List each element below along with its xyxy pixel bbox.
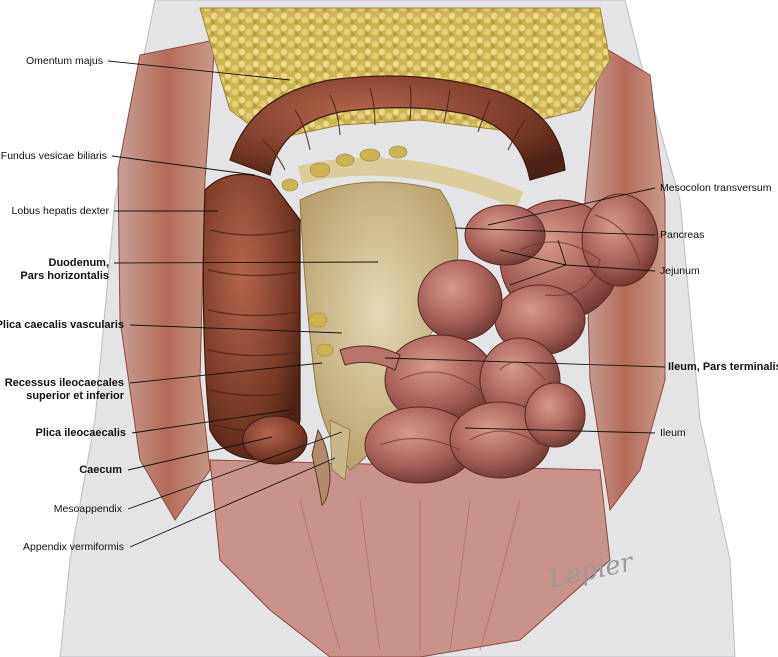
label-duodenum-line2: Pars horizontalis — [20, 270, 109, 282]
caecum-shape — [242, 415, 308, 465]
label-ileum-pars-terminalis: Ileum, Pars terminalis — [668, 361, 778, 373]
label-lobus-hepatis-dexter: Lobus hepatis dexter — [11, 205, 109, 217]
ileum-loops — [364, 259, 586, 484]
terminal-ileum — [339, 345, 401, 371]
label-recessus-line2: superior et inferior — [26, 390, 124, 402]
label-jejunum: Jejunum — [660, 265, 700, 277]
transverse-colon — [229, 75, 566, 181]
label-pancreas: Pancreas — [660, 229, 705, 241]
label-duodenum: Duodenum, Pars horizontalis — [20, 257, 109, 283]
label-fundus-vesicae-biliaris: Fundus vesicae biliaris — [0, 150, 107, 162]
leader-lines — [107, 60, 666, 548]
label-mesoappendix: Mesoappendix — [53, 503, 122, 515]
label-omentum-majus: Omentum majus — [25, 55, 103, 67]
label-ileum: Ileum — [660, 427, 686, 439]
mesoappendix-shape — [329, 419, 351, 481]
label-recessus-line1: Recessus ileocaecales — [4, 377, 124, 389]
label-recessus-ileocaecales: Recessus ileocaecales superior et inferi… — [5, 377, 124, 403]
label-plica-caecalis-vascularis: Plica caecalis vascularis — [0, 319, 124, 331]
label-duodenum-line1: Duodenum, — [48, 257, 110, 269]
label-plica-ileocaecalis: Plica ileocaecalis — [35, 427, 126, 439]
abdominal-wall-bottom — [209, 459, 611, 657]
ascending-colon — [202, 173, 301, 461]
label-appendix-vermiformis: Appendix vermiformis — [23, 541, 124, 553]
label-mesocolon-transversum: Mesocolon transversum — [660, 182, 772, 194]
appendix-shape — [311, 428, 331, 506]
label-caecum: Caecum — [79, 464, 122, 476]
